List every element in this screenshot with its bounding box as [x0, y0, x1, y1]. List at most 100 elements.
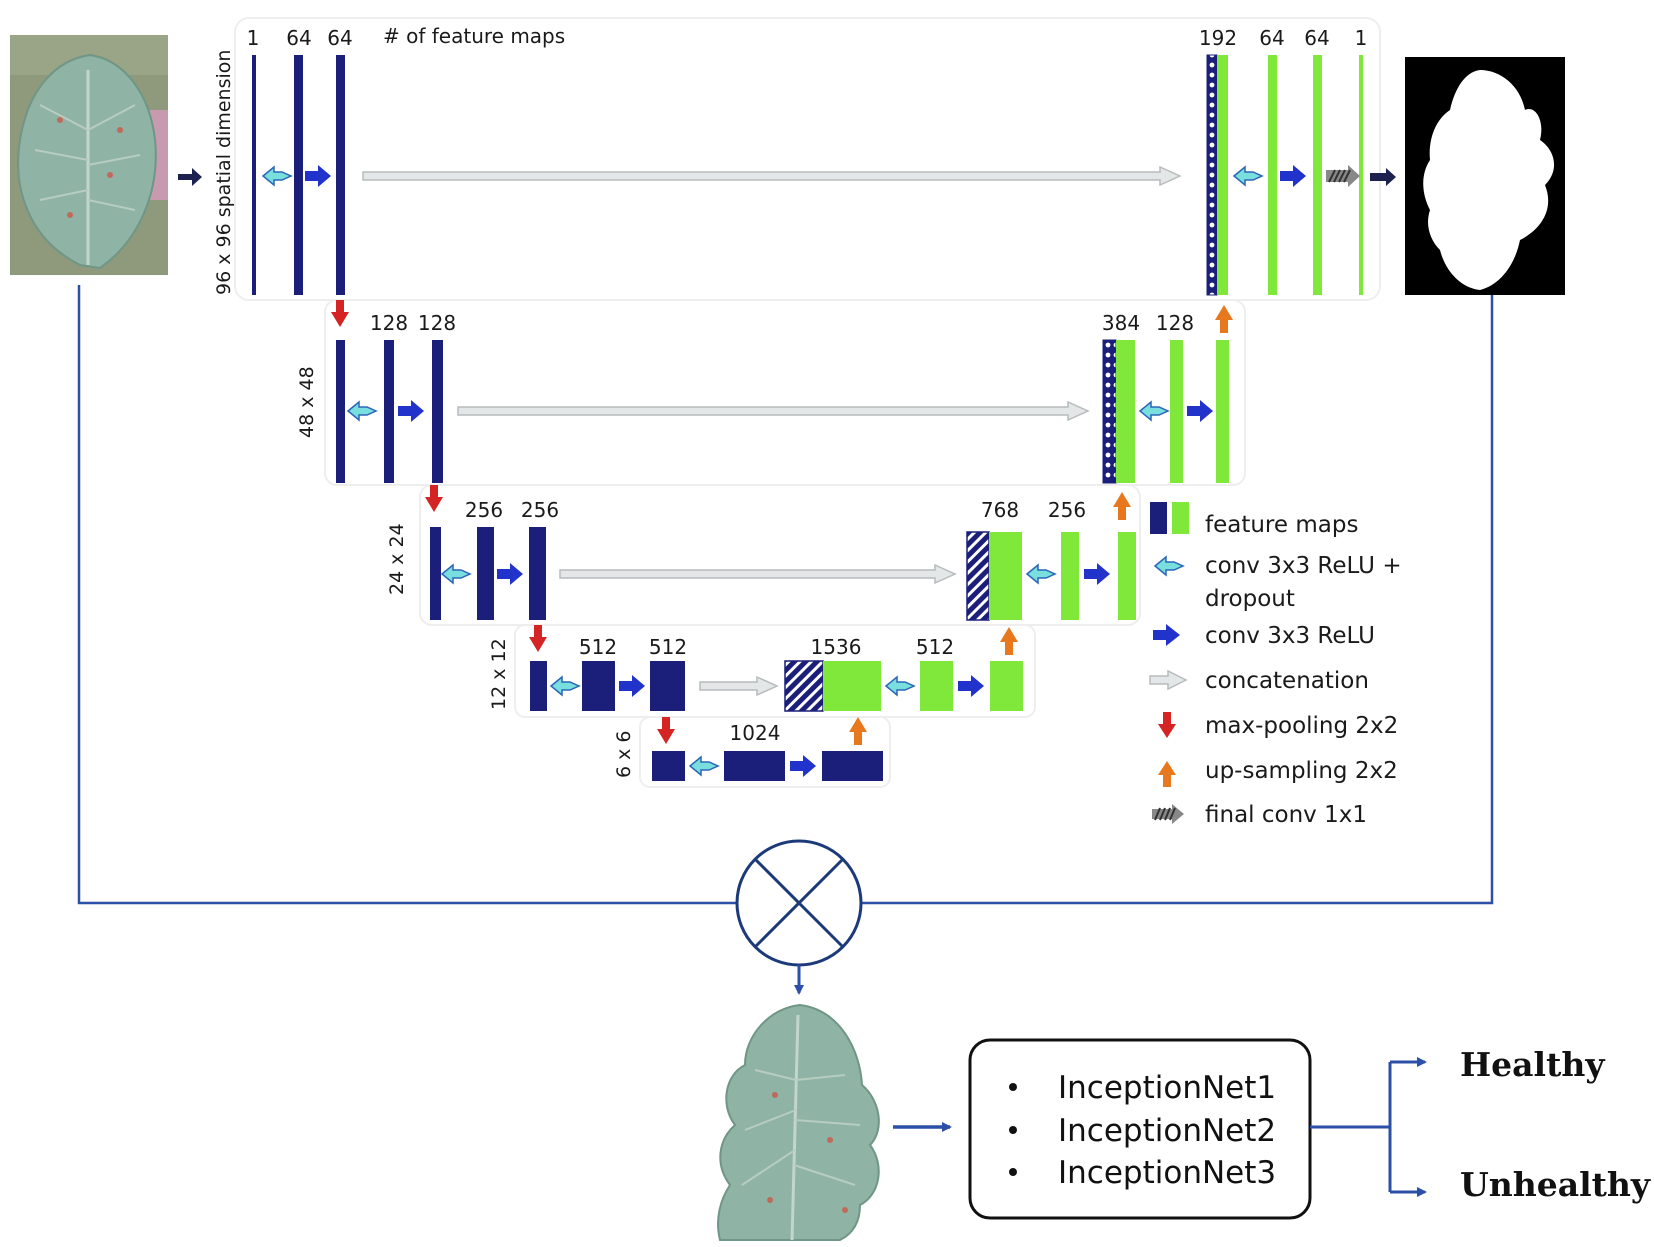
conv-dropout-icon: [346, 400, 378, 422]
bullet-icon: [1009, 1168, 1017, 1176]
enc-l3-count: 256: [465, 498, 503, 522]
enc-l1-count: 64: [286, 26, 311, 50]
feature-map: [582, 661, 615, 711]
feature-map: [529, 527, 546, 620]
feature-map: [1216, 340, 1229, 483]
conv-relu-icon: [305, 165, 331, 187]
up-sample-arrow-icon: [1215, 305, 1233, 333]
legend-concatenation: concatenation: [1205, 668, 1369, 694]
legend-up-sampling: up-sampling 2x2: [1205, 758, 1398, 784]
dim-label-level2: 48 x 48: [296, 366, 318, 438]
feature-map: [384, 340, 394, 483]
legend-conv-dropout-1: conv 3x3 ReLU +: [1205, 553, 1402, 579]
legend-up-sampling-icon: [1158, 761, 1176, 787]
up-sample-arrow-icon: [1000, 627, 1018, 655]
conv-dropout-icon: [1025, 563, 1057, 585]
output-unhealthy: Unhealthy: [1460, 1165, 1651, 1204]
dec-l2-count: 128: [1156, 311, 1194, 335]
feature-map: [822, 751, 883, 781]
dec-l1-count: 64: [1259, 26, 1284, 50]
max-pool-arrow-icon: [425, 485, 443, 512]
dim-label-level1: 96 x 96 spatial dimension: [213, 50, 235, 295]
enc-l4-count: 512: [649, 635, 687, 659]
conv-dropout-icon: [1232, 165, 1264, 187]
conv-dropout-icon: [1138, 400, 1170, 422]
max-pool-arrow-icon: [529, 625, 547, 652]
feature-map: [1217, 55, 1228, 295]
bullet-icon: [1009, 1126, 1017, 1134]
feature-map: [477, 527, 494, 620]
dec-l1-count: 192: [1199, 26, 1237, 50]
output-arrow-icon: [1370, 168, 1396, 186]
conv-dropout-icon: [688, 755, 720, 777]
enc-l3-count: 256: [521, 498, 559, 522]
feature-map: [336, 340, 345, 483]
dim-label-level3: 24 x 24: [386, 523, 408, 595]
output-branch-lines: [1310, 1057, 1427, 1197]
legend-max-pooling-icon: [1158, 712, 1176, 738]
feature-map: [252, 55, 256, 295]
legend-conv-dropout-icon: [1153, 555, 1185, 577]
legend-conv-dropout-2: dropout: [1205, 586, 1295, 612]
dim-label-level5: 6 x 6: [613, 731, 635, 779]
max-pool-arrow-icon: [657, 717, 675, 744]
concat-feature-map: [966, 531, 990, 621]
conv-relu-icon: [1187, 400, 1213, 422]
feature-map: [530, 661, 547, 711]
multiply-icon: [735, 839, 863, 967]
feature-map: [823, 661, 881, 711]
legend-final-conv: final conv 1x1: [1205, 802, 1367, 828]
output-mask-image: [1405, 57, 1565, 295]
feature-map: [990, 661, 1023, 711]
dec-l1-count: 1: [1355, 26, 1368, 50]
skip-arrow-level3: [559, 563, 957, 585]
dec-l3-count: 256: [1048, 498, 1086, 522]
conv-relu-icon: [958, 675, 984, 697]
concat-feature-map: [1206, 54, 1218, 296]
connector-lines: [77, 285, 1494, 905]
dec-l1-count: 64: [1304, 26, 1329, 50]
legend-swatch-encoder: [1150, 502, 1167, 534]
enc-l2-count: 128: [418, 311, 456, 335]
classifier-model: InceptionNet3: [1058, 1155, 1276, 1191]
feature-map: [294, 55, 303, 295]
enc-l5-count: 1024: [730, 721, 781, 745]
skip-arrow-level2: [457, 400, 1090, 422]
feature-map: [1268, 55, 1277, 295]
legend-swatch-decoder: [1172, 502, 1189, 534]
enc-l4-count: 512: [579, 635, 617, 659]
feature-map: [989, 532, 1022, 620]
enc-l1-count: 64: [327, 26, 352, 50]
enc-l2-count: 128: [370, 311, 408, 335]
dec-l4-count: 1536: [811, 635, 862, 659]
conv-dropout-icon: [261, 165, 293, 187]
conv-relu-icon: [497, 563, 523, 585]
feature-maps-header: # of feature maps: [383, 24, 565, 48]
conv-dropout-icon: [549, 675, 581, 697]
segmented-leaf-image: [717, 1003, 880, 1241]
feature-map: [1359, 55, 1363, 295]
enc-l1-count: 1: [247, 26, 260, 50]
feature-map: [1116, 340, 1135, 483]
legend-max-pooling: max-pooling 2x2: [1205, 713, 1398, 739]
skip-arrow-level1: [362, 165, 1182, 187]
legend-conv-relu: conv 3x3 ReLU: [1205, 623, 1375, 649]
concat-feature-map: [784, 660, 824, 712]
dec-l3-count: 768: [981, 498, 1019, 522]
feature-map: [430, 527, 441, 620]
conv-dropout-icon: [440, 563, 472, 585]
output-healthy: Healthy: [1460, 1045, 1605, 1084]
up-sample-arrow-icon: [849, 717, 867, 745]
feature-map: [1170, 340, 1183, 483]
conv-relu-icon: [1084, 563, 1110, 585]
conv-relu-icon: [790, 755, 816, 777]
legend: feature maps conv 3x3 ReLU + dropout con…: [1149, 502, 1402, 828]
up-sample-arrow-icon: [1113, 492, 1131, 520]
bullet-icon: [1009, 1083, 1017, 1091]
feature-map: [432, 340, 443, 483]
concat-feature-map: [1102, 339, 1117, 484]
input-arrow-icon: [178, 168, 202, 186]
dim-label-level4: 12 x 12: [488, 638, 510, 710]
conv-dropout-icon: [884, 675, 916, 697]
